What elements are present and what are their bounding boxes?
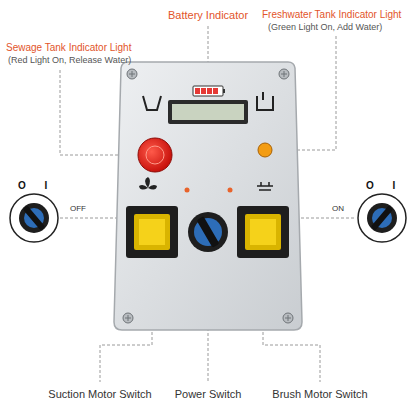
callout-title: Freshwater Tank Indicator Light	[262, 9, 401, 21]
state-label: ON	[332, 204, 344, 213]
on-knob-detail	[358, 194, 406, 242]
part-label: Suction Motor Switch	[48, 388, 151, 401]
part-label: Power Switch	[175, 388, 242, 401]
part-label: Brush Motor Switch	[272, 388, 367, 401]
status-dot	[228, 188, 233, 193]
switch-mark: I	[393, 180, 396, 192]
brush-icon	[257, 182, 273, 190]
screws	[123, 69, 293, 323]
callout-title: Battery Indicator	[168, 9, 248, 22]
leader-lines	[60, 26, 356, 382]
light-ring	[146, 146, 164, 164]
brush-motor-switch	[237, 206, 289, 258]
switch-mark: I	[45, 180, 48, 192]
screw-slots	[125, 71, 291, 321]
fan-icon	[139, 177, 157, 190]
power-switch-knob	[188, 212, 228, 252]
state-label: OFF	[70, 204, 86, 213]
callout-title: Sewage Tank Indicator Light	[6, 42, 131, 54]
suction-motor-switch	[126, 206, 178, 258]
switch-mark: O	[18, 180, 26, 192]
tank-icons	[143, 92, 273, 110]
callout-note: (Red Light On, Release Water)	[8, 55, 131, 65]
sewage-indicator-light	[138, 138, 172, 172]
switch-mark: O	[366, 180, 374, 192]
callout-note: (Green Light On, Add Water)	[268, 22, 382, 32]
battery-indicator	[168, 86, 248, 124]
status-dot	[185, 188, 190, 193]
control-panel	[114, 62, 302, 330]
off-knob-detail	[10, 194, 58, 242]
freshwater-indicator-light	[258, 143, 272, 157]
